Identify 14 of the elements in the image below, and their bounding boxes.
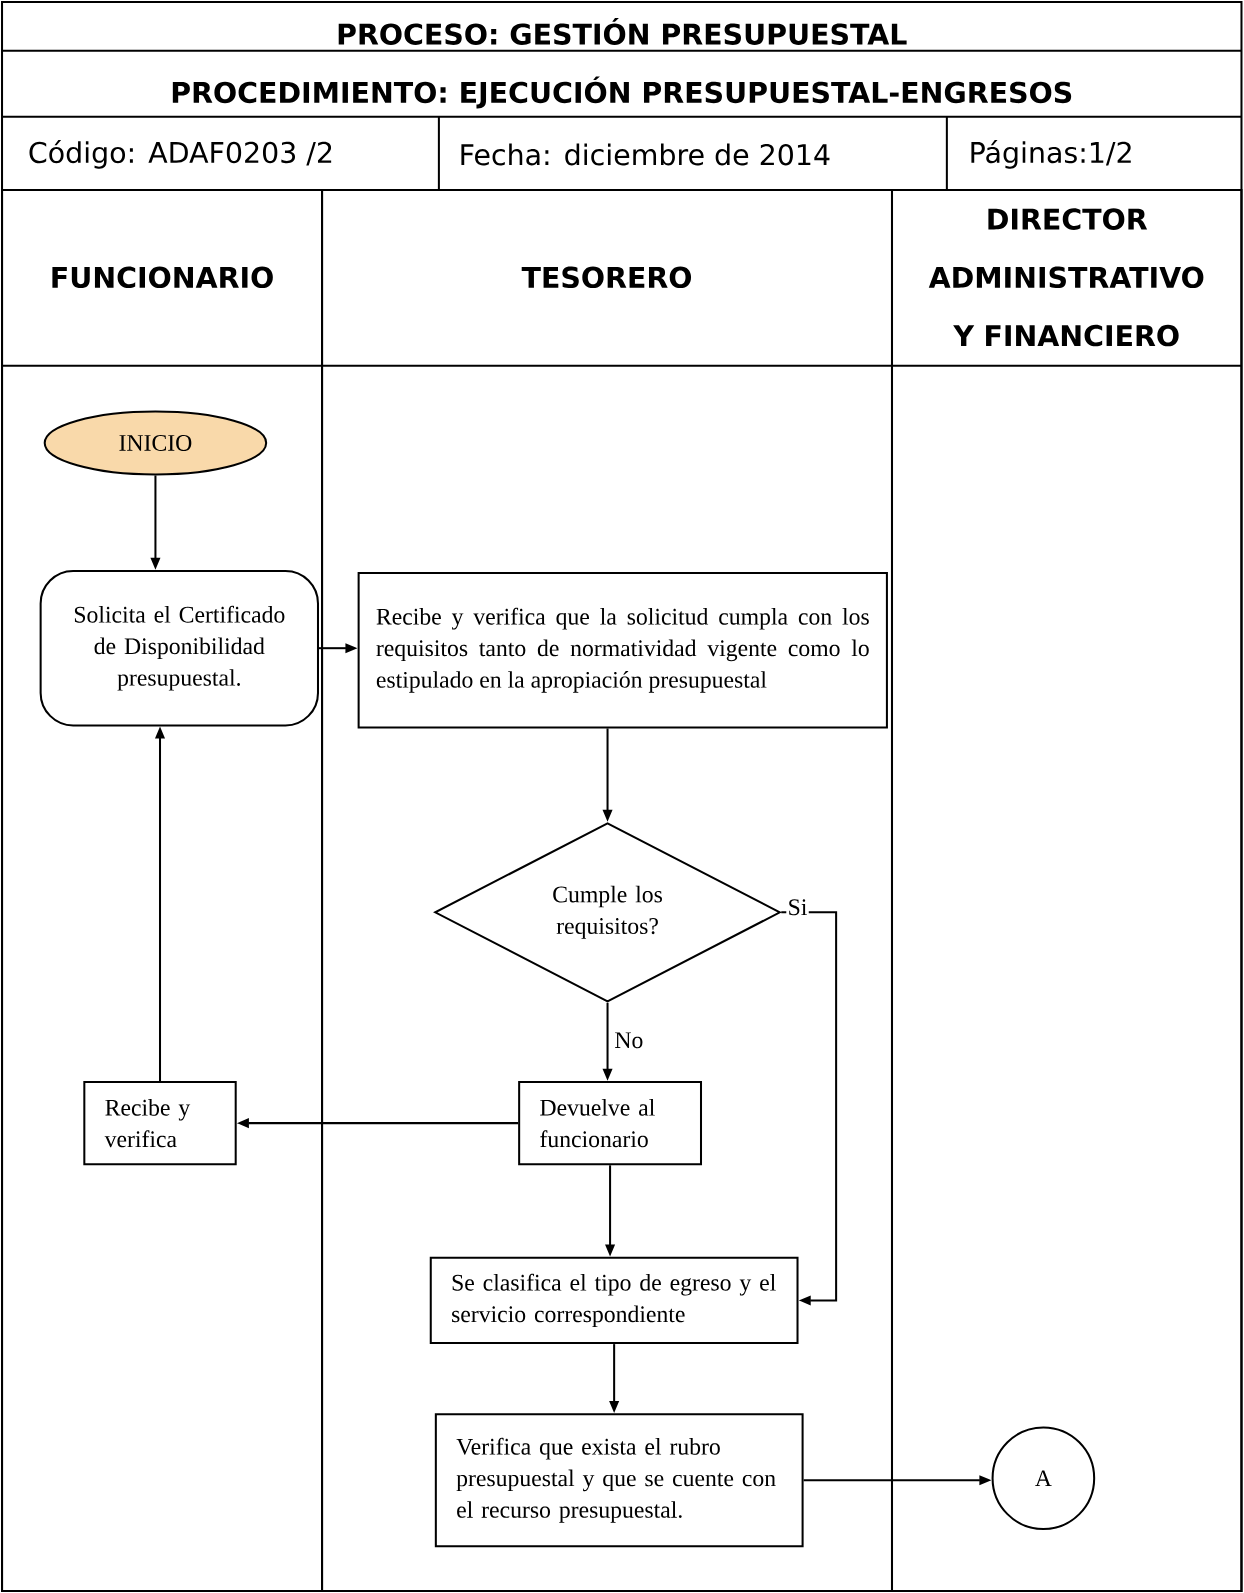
- title-text: PROCESO: GESTIÓN PRESUPUESTAL: [338, 18, 907, 45]
- header-text: Fecha: diciembre de 2014: [461, 143, 830, 166]
- heading-text: PROCEDIMIENTO: EJECUCIÓN PRESUPUESTAL-ENGRESOS: [173, 76, 1072, 109]
- process-box: Recibe y verifica que la solicitud cumpla con los requisitos tanto de normatividad vigente como lo estipulado en la apropiación presupuestal: [357, 572, 889, 729]
- process-box: Devuelve al funcionario: [518, 1081, 703, 1166]
- process-box: Se clasifica el tipo de egreso y el servicio correspondiente: [430, 1256, 799, 1345]
- process-box: Recibe y verifica: [83, 1081, 237, 1166]
- process-box: Solicita el Certificado de Disponibilidad presupuestal.: [39, 569, 320, 727]
- header-text: Páginas:1/2: [971, 140, 1131, 169]
- edge-label: Si: [786, 897, 809, 917]
- edge-label: No: [613, 1031, 645, 1050]
- arrow: [781, 911, 838, 1306]
- process-box: Verifica que exista el rubro presupuestal y que se cuente con el recurso presupuestal.: [435, 1413, 804, 1548]
- header-text: Código: ADAF0203 /2: [29, 140, 332, 169]
